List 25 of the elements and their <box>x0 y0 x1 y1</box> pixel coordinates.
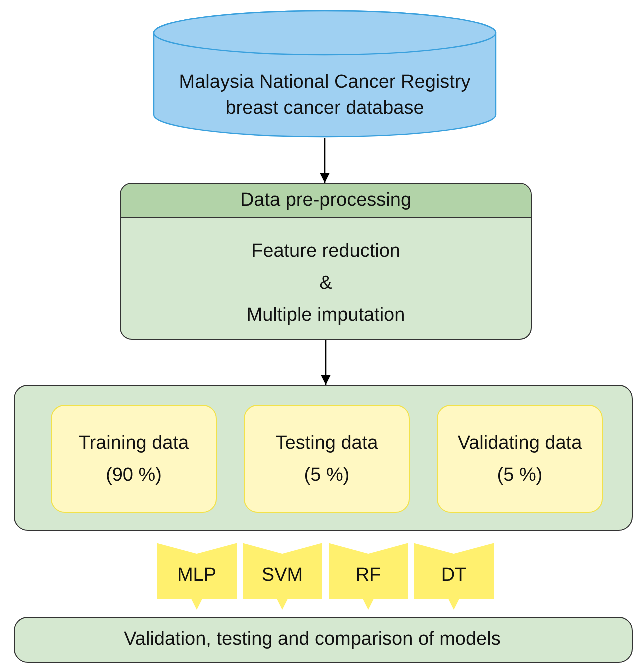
data-split-label: Testing data (5 %) <box>274 432 380 488</box>
edge-label: RF <box>354 564 382 588</box>
step-description: & <box>318 272 334 296</box>
model-chevron <box>414 543 494 610</box>
data-split-label: Validating data (5 %) <box>456 432 584 488</box>
arrow <box>320 138 330 183</box>
edge-label: MLP <box>176 564 218 588</box>
edge-label: DT <box>440 564 468 588</box>
step-description: Multiple imputation <box>246 304 406 328</box>
result-label: Validation, testing and comparison of models <box>123 628 502 652</box>
data-split-box <box>51 405 217 513</box>
model-chevron <box>329 543 408 610</box>
arrow <box>321 340 331 385</box>
data-split-label: Training data (90 %) <box>78 432 190 488</box>
step-description: Feature reduction <box>250 240 402 264</box>
step-heading: Data pre-processing <box>121 184 531 218</box>
model-chevron <box>157 543 237 610</box>
data-split-box <box>437 405 603 513</box>
database-label: Malaysia National Cancer Registry breast cancer database <box>178 71 472 121</box>
process-box <box>120 183 532 340</box>
data-split-box <box>244 405 410 513</box>
result-box <box>14 617 633 663</box>
edge-label: SVM <box>260 564 304 588</box>
group-panel <box>14 385 633 531</box>
model-chevron <box>243 543 322 610</box>
